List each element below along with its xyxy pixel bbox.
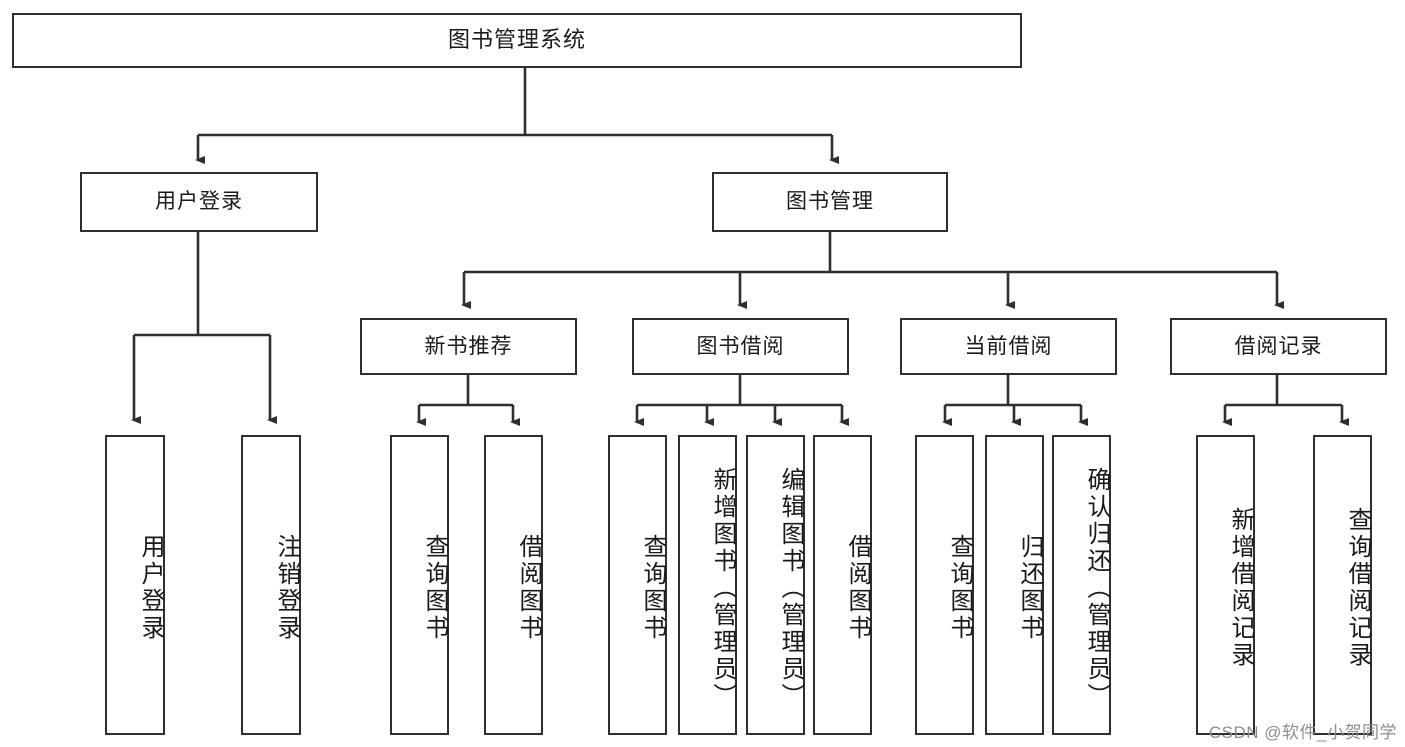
node-user-login[interactable]: 用户登录 [80, 172, 318, 232]
leaf-recommend-query-book[interactable]: 查询图书 [390, 435, 449, 735]
node-label: 借阅图书 [844, 534, 871, 642]
node-label: 用户登录 [155, 190, 243, 214]
leaf-user-login-login[interactable]: 用户登录 [105, 435, 165, 735]
node-label: 借阅记录 [1234, 334, 1323, 358]
node-label: 注销登录 [273, 534, 300, 642]
node-label: 新增借阅记录 [1227, 507, 1254, 669]
node-label: 归还图书 [1016, 534, 1043, 642]
node-new-book-recommend[interactable]: 新书推荐 [360, 318, 577, 375]
leaf-current-confirm-return-admin[interactable]: 确认归还（管理员） [1052, 435, 1111, 735]
leaf-current-query-book[interactable]: 查询图书 [915, 435, 974, 735]
leaf-borrow-edit-book-admin[interactable]: 编辑图书（管理员） [746, 435, 805, 735]
node-label: 图书管理系统 [447, 27, 586, 53]
node-label: 图书借阅 [696, 334, 785, 358]
node-book-borrow[interactable]: 图书借阅 [632, 318, 849, 375]
node-label: 查询图书 [639, 534, 666, 642]
node-label: 编辑图书（管理员） [777, 466, 804, 710]
node-label: 用户登录 [137, 534, 164, 642]
node-label: 当前借阅 [964, 334, 1053, 358]
node-label: 图书管理 [786, 190, 874, 214]
node-current-borrow[interactable]: 当前借阅 [900, 318, 1117, 375]
node-root-system[interactable]: 图书管理系统 [12, 13, 1022, 68]
node-label: 新增图书（管理员） [709, 466, 736, 710]
node-label: 查询借阅记录 [1344, 507, 1371, 669]
node-label: 查询图书 [946, 534, 973, 642]
leaf-borrow-borrow-book[interactable]: 借阅图书 [813, 435, 872, 735]
leaf-borrow-add-book-admin[interactable]: 新增图书（管理员） [678, 435, 737, 735]
node-label: 确认归还（管理员） [1083, 466, 1110, 710]
leaf-recommend-borrow-book[interactable]: 借阅图书 [484, 435, 543, 735]
node-label: 新书推荐 [424, 334, 513, 358]
leaf-record-add-record[interactable]: 新增借阅记录 [1196, 435, 1255, 735]
node-label: 借阅图书 [515, 534, 542, 642]
leaf-current-return-book[interactable]: 归还图书 [985, 435, 1044, 735]
csdn-watermark: CSDN @软件_小贺同学 [1208, 723, 1397, 742]
leaf-borrow-query-book[interactable]: 查询图书 [608, 435, 667, 735]
leaf-record-query-record[interactable]: 查询借阅记录 [1313, 435, 1372, 735]
node-book-management[interactable]: 图书管理 [712, 172, 948, 232]
node-label: 查询图书 [421, 534, 448, 642]
leaf-user-login-logout[interactable]: 注销登录 [241, 435, 301, 735]
node-borrow-record[interactable]: 借阅记录 [1170, 318, 1387, 375]
